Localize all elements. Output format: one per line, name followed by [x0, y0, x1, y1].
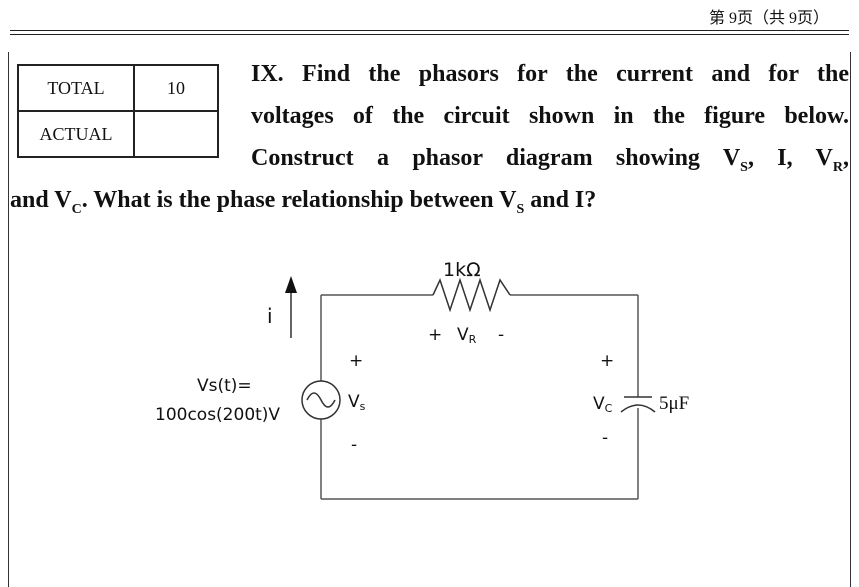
- question-line-1: IX. Find the phasors for the current and…: [251, 61, 849, 87]
- question-line-2: voltages of the circuit shown in the fig…: [251, 103, 849, 129]
- total-value: 10: [133, 64, 219, 112]
- vs-label: Vs: [348, 392, 366, 413]
- vr-plus: +: [428, 325, 442, 345]
- actual-label: ACTUAL: [17, 110, 135, 158]
- current-label: i: [267, 304, 273, 328]
- right-border: [850, 52, 851, 587]
- question-line-4: and VC. What is the phase relationship b…: [10, 187, 597, 217]
- vr-minus: -: [498, 325, 504, 345]
- cap-plus: +: [600, 351, 614, 371]
- capacitor-value: 5μF: [659, 393, 689, 414]
- source-minus: -: [351, 435, 357, 455]
- header-rule-top: [10, 30, 849, 31]
- current-arrow-icon: [285, 276, 297, 293]
- page-number-label: 第 9页（共 9页）: [708, 10, 829, 27]
- actual-value: [133, 110, 219, 158]
- vc-label: VC: [593, 394, 613, 415]
- source-plus: +: [349, 351, 363, 371]
- score-table: TOTAL 10 ACTUAL: [17, 64, 219, 158]
- left-border: [8, 52, 9, 587]
- capacitor-icon: [620, 396, 656, 413]
- resistor-icon: [432, 277, 511, 313]
- cap-minus: -: [602, 428, 608, 448]
- vr-label: VR: [457, 325, 477, 346]
- source-equation-line1: Vs(t)=: [197, 376, 252, 396]
- source-equation-line2: 100cos(200t)V: [155, 405, 280, 425]
- header-rule-bottom: [10, 34, 849, 35]
- total-label: TOTAL: [17, 64, 135, 112]
- question-line-3: Construct a phasor diagram showing VS, I…: [251, 145, 849, 175]
- resistor-value: 1kΩ: [443, 259, 481, 281]
